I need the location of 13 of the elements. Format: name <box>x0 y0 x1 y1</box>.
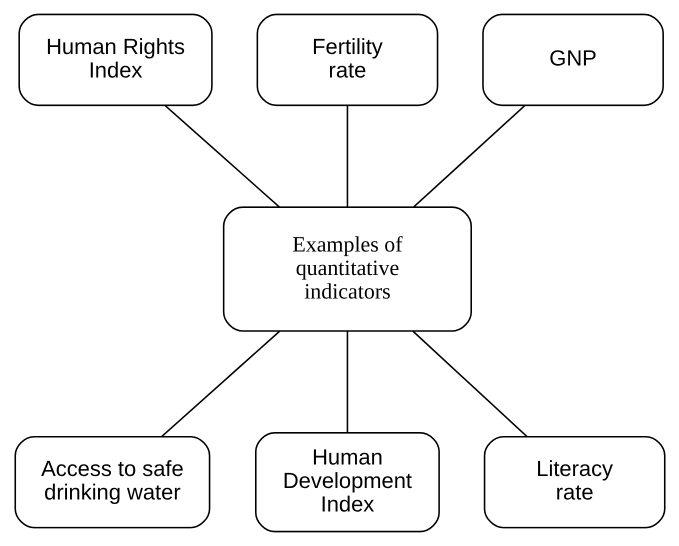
node-box: GNP <box>482 14 664 106</box>
node-box: Access to safe drinking water <box>14 436 210 528</box>
connector <box>164 105 280 208</box>
connector <box>346 331 348 433</box>
node-box: Literacy rate <box>483 436 666 528</box>
node-box: Fertility rate <box>256 14 438 106</box>
node-box: Examples of quantitative indicators <box>222 206 472 332</box>
connector <box>160 330 280 438</box>
connector <box>346 106 348 207</box>
connector <box>412 330 528 438</box>
node-box: Human Rights Index <box>18 14 212 106</box>
node-box: Human Development Index <box>254 432 440 532</box>
connector <box>412 105 525 208</box>
